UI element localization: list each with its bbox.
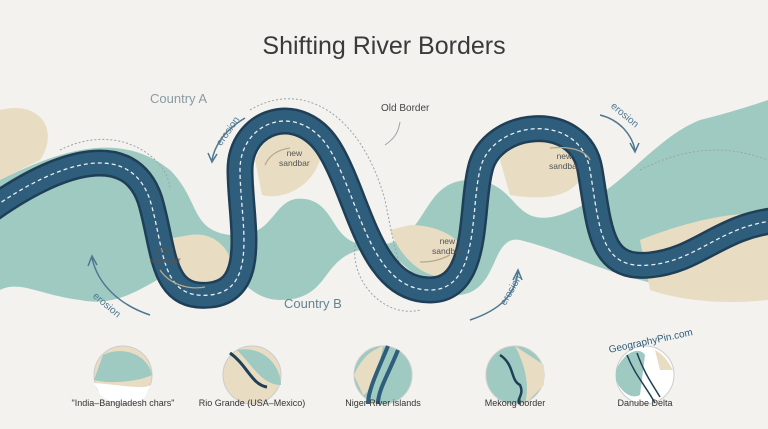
label-country-b: Country B [284,296,342,311]
sandbar-label-line: sandbar [549,161,580,171]
label-old-border: Old Border [381,103,430,114]
sandbar-label-line: new [286,148,303,158]
example-circles [93,345,675,405]
sandbar-2 [255,130,320,197]
sandbar-arrows [159,146,591,289]
example-label-mekong: Mekong border [484,398,546,408]
page-title: Shifting River Borders [262,32,506,60]
old-border-pointer [384,121,401,146]
example-label-india-bangladesh: "India–Bangladesh chars" [71,398,175,408]
example-label-rio-grande: Rio Grande (USA–Mexico) [198,398,306,408]
sandbar-label-line: new [157,245,174,255]
old-border-line [59,98,768,312]
sandbar-label-line: sandbar [150,255,181,265]
example-label-niger: Niger River islands [345,398,421,408]
sandbar-label-line: sandbar [432,246,463,256]
sandbar-label-line: new [556,151,573,161]
sandbar-label-line: sandbar [279,158,310,168]
sand-region-left [0,108,48,180]
label-country-a: Country A [150,91,208,106]
erosion-arrows [87,114,640,321]
river [0,107,768,309]
sandbar-label-line: new [439,236,456,246]
example-label-danube: Danube Delta [617,398,673,408]
